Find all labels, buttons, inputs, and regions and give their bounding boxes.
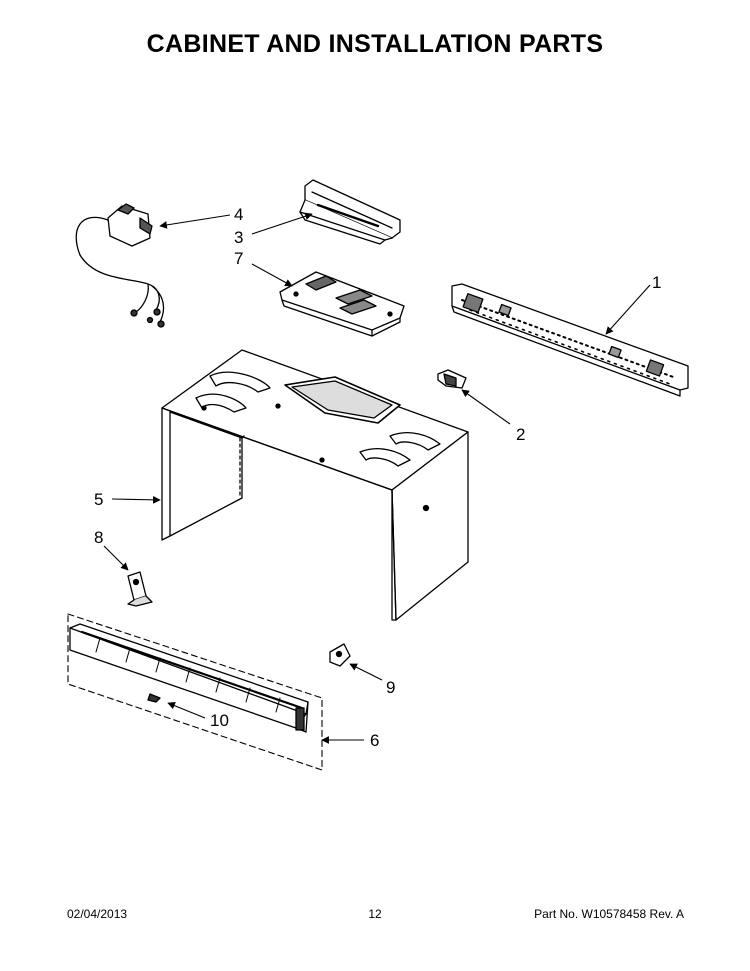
part-power-cord <box>75 203 165 328</box>
part-vent-panel <box>67 613 323 771</box>
leader-line-10 <box>167 702 206 719</box>
leader-line-3 <box>251 212 313 235</box>
callout-4: 4 <box>234 205 243 224</box>
leader-line-2 <box>461 389 511 425</box>
part-top-vent <box>299 179 401 245</box>
callout-1: 1 <box>652 273 661 292</box>
footer-page-number: 12 <box>368 907 382 921</box>
part-mounting-plate <box>451 283 689 397</box>
part-clip <box>437 369 467 389</box>
part-bracket-plate <box>279 271 405 337</box>
footer-part-number: Part No. W10578458 Rev. A <box>534 907 684 921</box>
footer-date: 02/04/2013 <box>67 907 128 921</box>
page-title: CABINET AND INSTALLATION PARTS <box>146 30 604 58</box>
callout-2: 2 <box>516 425 525 444</box>
leader-line-1 <box>605 284 651 335</box>
part-cabinet-frame <box>161 349 469 621</box>
leader-line-7 <box>251 263 293 287</box>
callout-10: 10 <box>210 711 229 730</box>
callout-9: 9 <box>386 678 395 697</box>
part-clip-bracket <box>329 643 351 667</box>
callout-8: 8 <box>94 528 103 547</box>
leader-line-8 <box>103 545 129 571</box>
leader-line-9 <box>349 663 383 681</box>
callout-3: 3 <box>234 228 243 247</box>
callout-6: 6 <box>370 731 379 750</box>
callout-5: 5 <box>94 490 103 509</box>
part-small-bracket <box>127 571 153 607</box>
leader-line-5 <box>111 496 161 504</box>
callout-7: 7 <box>234 249 243 268</box>
leader-line-4 <box>159 214 231 229</box>
